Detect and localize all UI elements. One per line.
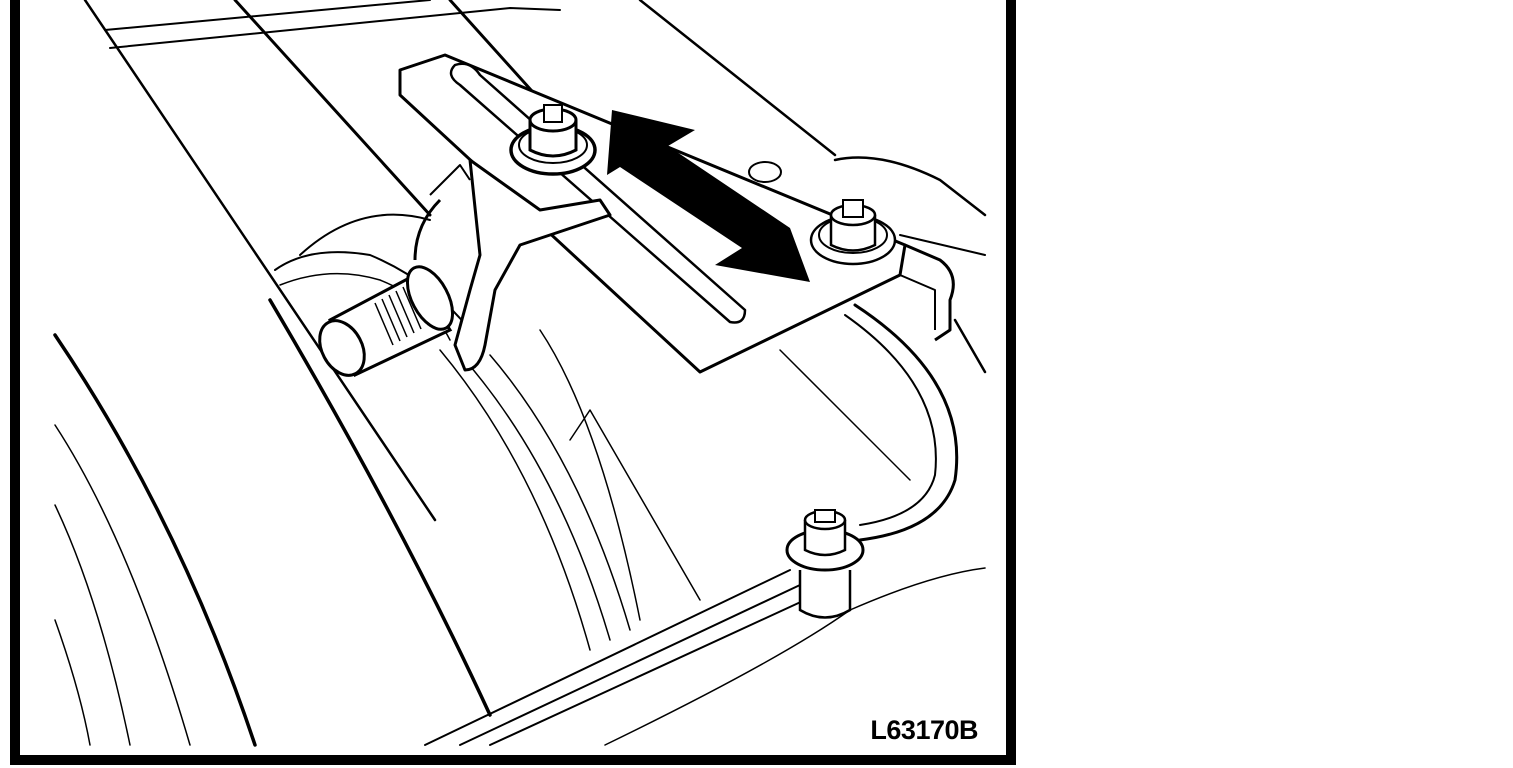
bracket-bolt — [809, 199, 897, 266]
disc-edge-2 — [464, 359, 611, 641]
brake-pipe-inner — [844, 314, 937, 526]
adjustment-slot — [449, 62, 747, 324]
caliper-lower — [569, 409, 701, 601]
tire-groove-3 — [54, 619, 91, 746]
body-panel-edge-4 — [638, 0, 837, 157]
double-headed-arrow-icon — [607, 110, 810, 282]
sensor-mount — [413, 158, 612, 372]
tire-outline — [53, 333, 257, 747]
tire-groove-2 — [54, 504, 131, 746]
disc-edge-4 — [539, 329, 641, 621]
adjustment-bolt — [509, 104, 597, 176]
lower-rail-2 — [459, 584, 801, 746]
upper-rail — [104, 0, 431, 31]
brake-pipe — [853, 303, 959, 542]
drum-inner — [299, 213, 431, 256]
floor-edge — [604, 567, 986, 746]
disc-edge-3 — [489, 354, 631, 631]
wheel-arch — [268, 298, 492, 717]
body-panel-edge — [83, 0, 437, 522]
body-panel-edge-2 — [233, 0, 432, 217]
locating-hole — [748, 161, 782, 183]
abs-sensor — [318, 265, 455, 378]
disc-edge — [439, 349, 591, 651]
pipe-guide — [779, 349, 911, 481]
figure-code: L63170B — [870, 715, 978, 745]
lower-rail — [424, 569, 791, 746]
body-panel-edge-3 — [448, 0, 542, 102]
lower-rail-3 — [489, 599, 806, 746]
upper-rail-2 — [109, 7, 561, 49]
right-body-2 — [953, 318, 987, 374]
right-body — [833, 156, 987, 217]
pipe-clip-bolt — [785, 509, 865, 619]
right-body-3 — [899, 234, 986, 256]
tire-groove — [54, 424, 191, 746]
